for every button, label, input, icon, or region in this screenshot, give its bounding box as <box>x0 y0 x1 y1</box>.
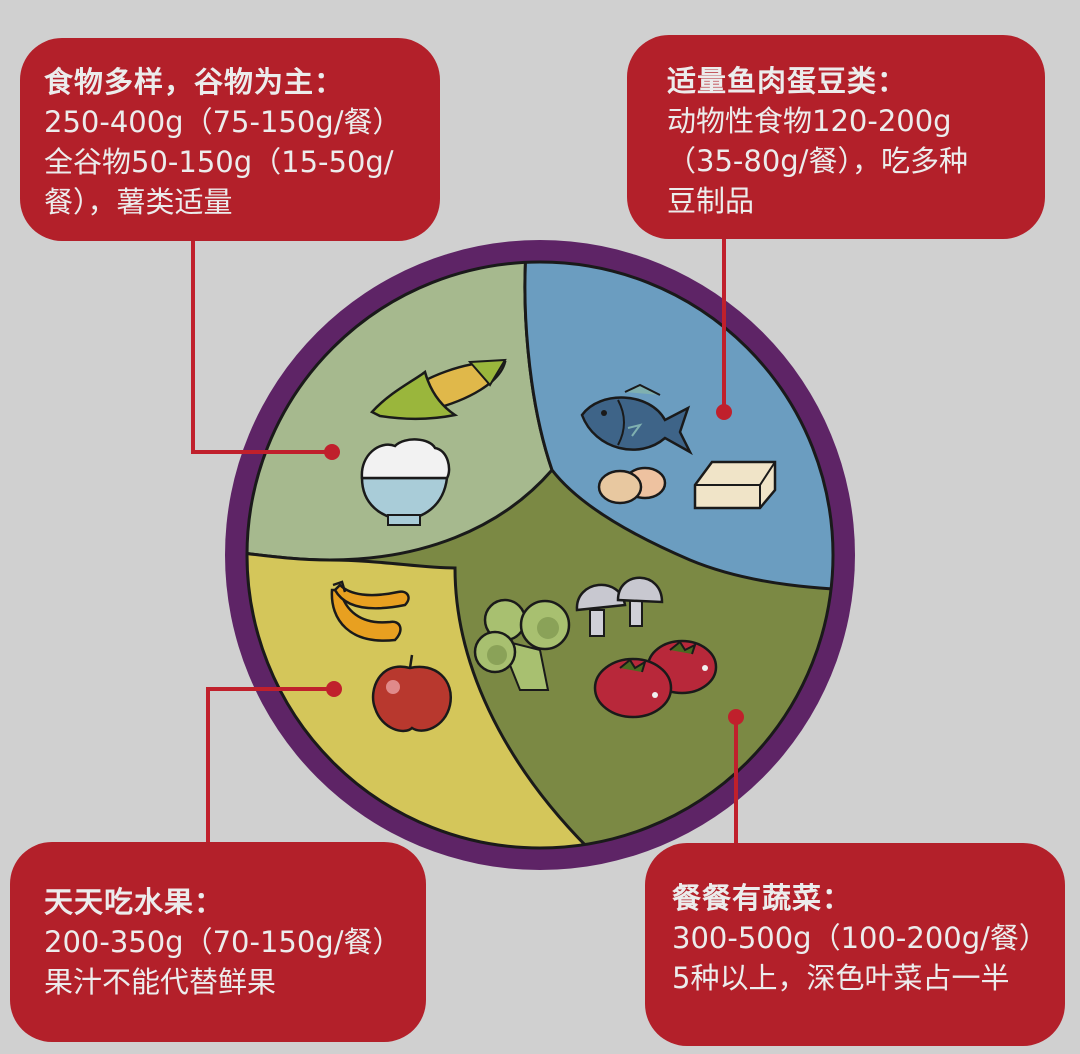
corn-icon <box>369 358 507 421</box>
callout-grains: 食物多样，谷物为主： 250-400g（75-150g/餐） 全谷物50-150… <box>20 38 440 241</box>
connector-dot-fruit <box>326 681 342 697</box>
callout-grains-line-1: 250-400g（75-150g/餐） <box>44 105 402 139</box>
connector-fruit <box>206 687 334 843</box>
eggs-icon <box>597 466 667 505</box>
bananas-icon <box>330 580 410 642</box>
fish-icon <box>580 383 693 456</box>
tomatoes-icon <box>593 639 718 719</box>
broccoli-icon <box>473 598 571 691</box>
mushrooms-icon <box>575 576 664 637</box>
callout-fruit: 天天吃水果： 200-350g（70-150g/餐） 果汁不能代替鲜果 <box>10 842 426 1042</box>
callout-protein-title: 适量鱼肉蛋豆类： <box>667 64 908 98</box>
callout-grains-title: 食物多样，谷物为主： <box>44 65 345 99</box>
callout-fruit-title: 天天吃水果： <box>44 885 225 919</box>
callout-fruit-line-1: 200-350g（70-150g/餐） <box>44 925 402 959</box>
callout-vegetables: 餐餐有蔬菜： 300-500g（100-200g/餐） 5种以上，深色叶菜占一半 <box>645 843 1065 1046</box>
callout-protein-line-3: 豆制品 <box>667 184 755 218</box>
callout-grains-line-2: 全谷物50-150g（15-50g/ <box>44 145 394 179</box>
connector-dot-protein <box>716 404 732 420</box>
connector-dot-vegetables <box>728 709 744 725</box>
tofu-icon <box>693 460 777 510</box>
apple-icon <box>371 654 453 733</box>
callout-fruit-line-2: 果汁不能代替鲜果 <box>44 965 277 999</box>
callout-protein-line-2: （35-80g/餐），吃多种 <box>667 144 968 178</box>
connector-grains <box>191 240 332 454</box>
callout-vegetables-title: 餐餐有蔬菜： <box>672 881 853 915</box>
callout-vegetables-line-1: 300-500g（100-200g/餐） <box>672 921 1048 955</box>
connector-dot-grains <box>324 444 340 460</box>
callout-vegetables-line-2: 5种以上，深色叶菜占一半 <box>672 961 1010 995</box>
rice-bowl-icon <box>360 438 451 526</box>
callout-grains-line-3: 餐），薯类适量 <box>44 185 233 219</box>
callout-protein: 适量鱼肉蛋豆类： 动物性食物120-200g （35-80g/餐），吃多种 豆制… <box>627 35 1045 239</box>
callout-protein-line-1: 动物性食物120-200g <box>667 104 952 138</box>
